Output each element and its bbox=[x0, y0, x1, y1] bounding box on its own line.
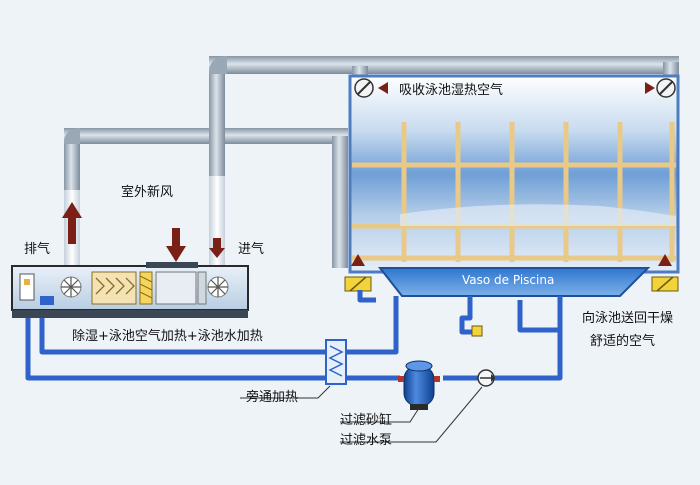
arrow-left-icon bbox=[378, 82, 388, 94]
vent-icon bbox=[344, 276, 372, 292]
process-label: 除湿+泳池空气加热+泳池水加热 bbox=[72, 329, 263, 344]
damper-icon bbox=[656, 78, 676, 98]
outdoor-air-label: 室外新风 bbox=[121, 185, 174, 200]
damper-icon bbox=[354, 78, 374, 98]
sand-filter-icon bbox=[398, 360, 440, 410]
bypass-heating-label: 旁通加热 bbox=[246, 390, 299, 405]
arrow-up-icon bbox=[351, 254, 365, 266]
pump-icon bbox=[477, 369, 495, 387]
coil-bank bbox=[91, 271, 207, 305]
pool-hall bbox=[348, 74, 680, 274]
airflow-arrows bbox=[62, 202, 225, 262]
air-ducts bbox=[64, 56, 679, 270]
intake-label: 进气 bbox=[238, 242, 265, 257]
filter-pump-label: 过滤水泵 bbox=[340, 433, 393, 448]
heater-icon bbox=[325, 339, 347, 385]
water-pipes bbox=[25, 290, 563, 381]
arrow-up-icon bbox=[658, 254, 672, 266]
arrow-right-icon bbox=[645, 82, 655, 94]
air-handling-unit bbox=[11, 262, 249, 318]
leader-lines bbox=[240, 385, 483, 443]
exhaust-label: 排气 bbox=[24, 242, 51, 257]
pool-name-label: Vaso de Piscina bbox=[462, 273, 555, 287]
sand-filter-label: 过滤砂缸 bbox=[340, 413, 393, 428]
arrow-down-icon bbox=[166, 246, 186, 262]
fan-icon bbox=[60, 276, 82, 298]
supply-air-label-line1: 向泳池送回干燥 bbox=[582, 311, 674, 326]
arrow-down-icon bbox=[209, 248, 225, 258]
absorb-air-label: 吸收泳池湿热空气 bbox=[399, 83, 504, 98]
vent-icon bbox=[651, 276, 679, 292]
fan-icon bbox=[207, 276, 229, 298]
pool-basin bbox=[377, 267, 651, 297]
drain-valve-icon bbox=[471, 325, 483, 337]
arrow-up-icon bbox=[62, 202, 82, 218]
supply-air-label-line2: 舒适的空气 bbox=[590, 334, 656, 349]
